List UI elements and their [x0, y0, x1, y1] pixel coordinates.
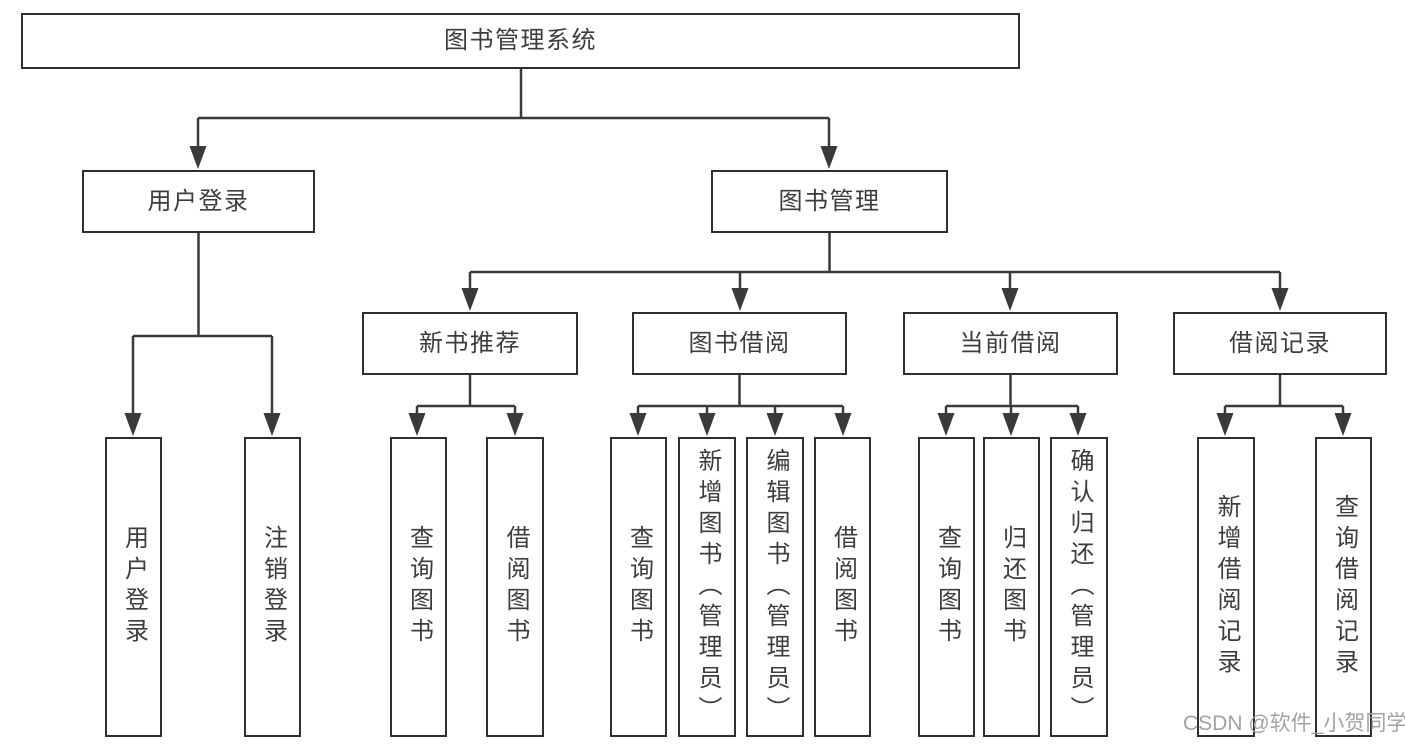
leaf-borrow-query-book: 查询图书 — [610, 437, 667, 737]
edge-current-borrow-to-leaves — [937, 375, 1087, 436]
edge-borrow-records-to-leaves — [1216, 375, 1352, 436]
edge-user-login-to-leaves — [124, 233, 281, 436]
arrowhead-icon — [189, 146, 207, 169]
edge-root-to-level2 — [189, 68, 838, 169]
node-label: 用户登录 — [147, 187, 250, 215]
arrowhead-icon — [834, 413, 852, 436]
leaf-records-add-record: 新增借阅记录 — [1197, 437, 1255, 737]
node-label: 查询图书 — [405, 525, 433, 649]
arrowhead-icon — [766, 413, 784, 436]
node-label: 借阅记录 — [1229, 329, 1331, 357]
node-label: 注销登录 — [259, 525, 287, 649]
node-current-borrow: 当前借阅 — [903, 312, 1118, 375]
node-label: 归还图书 — [998, 525, 1026, 649]
node-label: 确认归还（管理员） — [1066, 447, 1093, 727]
node-label: 借阅图书 — [829, 525, 857, 649]
node-label: 编辑图书（管理员） — [762, 447, 789, 727]
arrowhead-icon — [1271, 288, 1289, 311]
arrowhead-icon — [937, 413, 955, 436]
node-book-mgmt: 图书管理 — [711, 170, 948, 233]
arrowhead-icon — [820, 146, 838, 169]
leaf-current-query-book: 查询图书 — [918, 437, 975, 737]
node-label: 用户登录 — [120, 525, 148, 649]
arrowhead-icon — [1216, 413, 1234, 436]
leaf-borrow-add-book-admin: 新增图书（管理员） — [678, 437, 736, 737]
node-label: 查询图书 — [625, 525, 653, 649]
arrowhead-icon — [124, 413, 142, 436]
node-label: 新书推荐 — [419, 329, 521, 357]
arrowhead-icon — [1001, 288, 1019, 311]
arrowhead-icon — [1002, 413, 1020, 436]
node-label: 当前借阅 — [959, 329, 1062, 357]
node-label: 新增图书（管理员） — [694, 447, 721, 727]
arrowhead-icon — [408, 413, 426, 436]
arrowhead-icon — [461, 288, 479, 311]
edge-new-book-recommend-to-leaves — [408, 375, 524, 436]
leaf-recommend-query-book: 查询图书 — [390, 437, 447, 737]
arrowhead-icon — [1334, 413, 1352, 436]
leaf-borrow-borrow-book: 借阅图书 — [814, 437, 871, 737]
node-borrow-records: 借阅记录 — [1173, 312, 1387, 375]
arrowhead-icon — [698, 413, 716, 436]
node-root-system: 图书管理系统 — [21, 13, 1020, 69]
arrowhead-icon — [1069, 413, 1087, 436]
leaf-records-query-record: 查询借阅记录 — [1315, 437, 1372, 737]
node-label: 查询图书 — [933, 525, 961, 649]
node-label: 图书管理 — [778, 187, 881, 215]
arrowhead-icon — [506, 413, 524, 436]
leaf-borrow-edit-book-admin: 编辑图书（管理员） — [746, 437, 804, 737]
node-user-login: 用户登录 — [82, 170, 315, 233]
leaf-recommend-borrow-book: 借阅图书 — [486, 437, 544, 737]
arrowhead-icon — [629, 413, 647, 436]
node-label: 图书管理系统 — [444, 27, 597, 54]
csdn-watermark: CSDN @软件_小贺同学 — [1183, 712, 1405, 735]
node-label: 图书借阅 — [688, 329, 791, 357]
edge-book-mgmt-to-modules — [461, 233, 1289, 311]
node-label: 新增借阅记录 — [1213, 494, 1240, 680]
edge-book-borrow-to-leaves — [629, 375, 852, 436]
arrowhead-icon — [731, 288, 749, 311]
leaf-logout: 注销登录 — [244, 437, 301, 737]
arrowhead-icon — [263, 413, 281, 436]
leaf-current-return-book: 归还图书 — [983, 437, 1040, 737]
node-book-borrow: 图书借阅 — [632, 312, 847, 375]
leaf-current-confirm-return-admin: 确认归还（管理员） — [1050, 437, 1108, 737]
node-new-book-recommend: 新书推荐 — [362, 312, 578, 375]
leaf-login: 用户登录 — [105, 437, 162, 737]
node-label: 借阅图书 — [502, 525, 529, 649]
node-label: 查询借阅记录 — [1330, 494, 1358, 680]
